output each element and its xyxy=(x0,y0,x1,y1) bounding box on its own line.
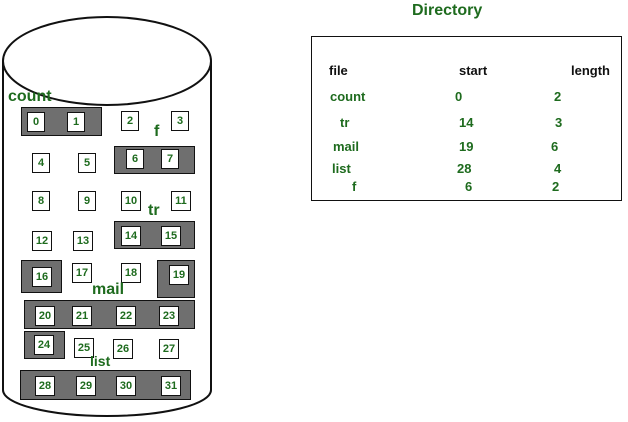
disk-block: 9 xyxy=(78,191,96,211)
header-start: start xyxy=(459,63,488,78)
disk-block: 13 xyxy=(73,231,93,251)
disk-block: 2 xyxy=(121,111,139,131)
row-file: count xyxy=(330,89,366,104)
file-label-f: f xyxy=(154,123,160,140)
row-start: 14 xyxy=(459,115,474,130)
disk-block: 11 xyxy=(171,191,191,211)
directory-title: Directory xyxy=(412,2,483,19)
disk-block: 15 xyxy=(161,226,181,246)
disk-block: 14 xyxy=(121,226,141,246)
disk-block: 27 xyxy=(159,339,179,359)
row-file: f xyxy=(352,179,357,194)
disk-block: 23 xyxy=(159,306,179,326)
row-length: 3 xyxy=(555,115,563,130)
disk-block: 3 xyxy=(171,111,189,131)
disk-block: 26 xyxy=(113,339,133,359)
disk-block: 28 xyxy=(35,376,55,396)
disk-block: 4 xyxy=(32,153,50,173)
disk-block: 29 xyxy=(76,376,96,396)
disk-block: 12 xyxy=(32,231,52,251)
disk-block: 16 xyxy=(32,267,52,287)
disk-block: 1 xyxy=(67,112,85,132)
disk-block: 22 xyxy=(116,306,136,326)
disk-block: 6 xyxy=(126,149,144,169)
row-start: 19 xyxy=(459,139,474,154)
disk-block: 0 xyxy=(27,112,45,132)
disk-block: 21 xyxy=(72,306,92,326)
disk-block: 18 xyxy=(121,263,141,283)
file-label-list: list xyxy=(90,353,111,369)
disk-block: 17 xyxy=(72,263,92,283)
file-label-tr: tr xyxy=(148,202,160,219)
cylinder-top xyxy=(2,16,212,106)
file-label-mail: mail xyxy=(92,281,125,298)
disk-block: 30 xyxy=(116,376,136,396)
disk-block: 19 xyxy=(169,265,189,285)
row-length: 2 xyxy=(552,179,560,194)
row-length: 4 xyxy=(554,161,562,176)
row-length: 6 xyxy=(551,139,559,154)
row-start: 28 xyxy=(457,161,472,176)
header-length: length xyxy=(571,63,610,78)
row-file: mail xyxy=(333,139,360,154)
row-file: list xyxy=(332,161,351,176)
row-file: tr xyxy=(340,115,350,130)
disk-block: 5 xyxy=(78,153,96,173)
disk-block: 25 xyxy=(74,338,94,358)
disk-block: 20 xyxy=(35,306,55,326)
row-length: 2 xyxy=(554,89,562,104)
header-file: file xyxy=(329,63,348,78)
row-start: 0 xyxy=(455,89,463,104)
disk-block: 31 xyxy=(161,376,181,396)
directory-table xyxy=(311,36,622,201)
disk-block: 8 xyxy=(32,191,50,211)
row-start: 6 xyxy=(465,179,473,194)
disk-block: 24 xyxy=(34,335,54,355)
disk-block: 7 xyxy=(161,149,179,169)
file-label-count: count xyxy=(8,88,52,105)
disk-block: 10 xyxy=(121,191,141,211)
